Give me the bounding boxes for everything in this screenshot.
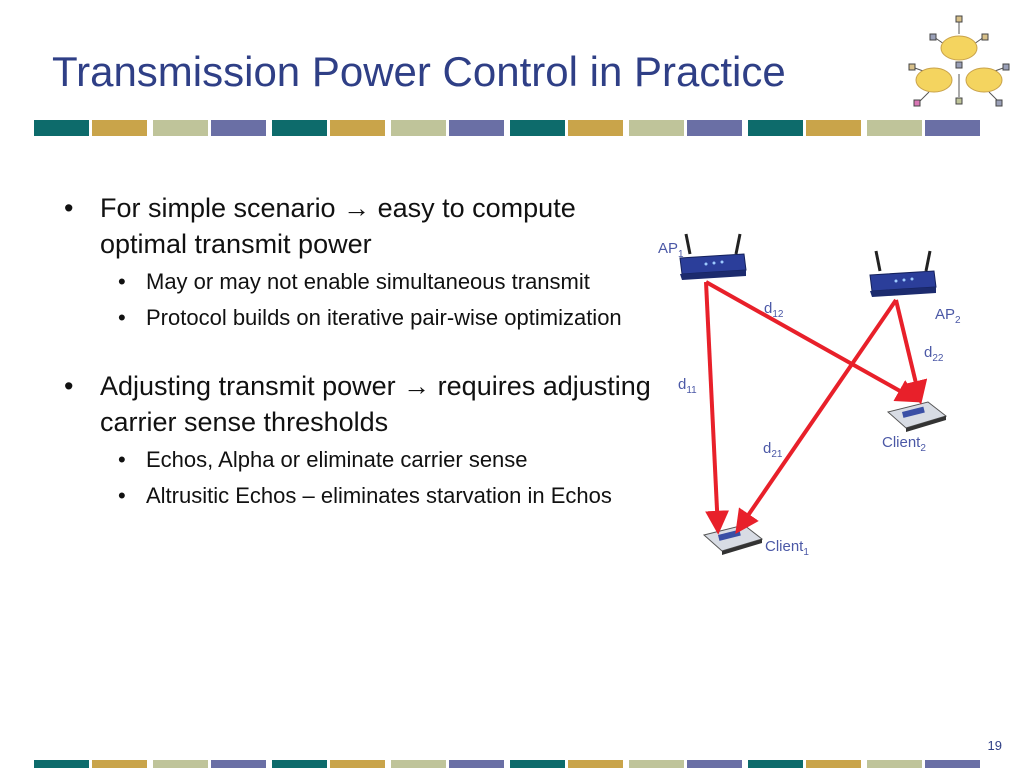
bullet-dot: • [64,371,74,401]
bullet-text: Protocol builds on iterative pair-wise o… [146,305,622,330]
d22-label: d22 [924,344,944,364]
arrow-right-icon: → [343,193,371,223]
network-logo-icon [908,15,1010,107]
bullet-text-cont: requires adjusting carrier sense thresho… [100,371,651,437]
bullet-level2: • Altrusitic Echos – eliminates starvati… [58,479,658,512]
bullet-text-cont: easy to compute optimal transmit power [100,193,576,259]
link-arrow-d21 [735,298,898,534]
client1-label: Client1 [765,538,809,558]
d11-label: d11 [678,376,697,396]
ap2-label: AP2 [935,306,961,326]
bullet-dot: • [118,447,126,472]
ap1-label: AP1 [658,240,684,260]
wireless-card-icon [886,401,948,432]
link-arrow-d11 [704,281,730,535]
bullet-dot: • [118,269,126,294]
bullet-text: Echos, Alpha or eliminate carrier sense [146,447,528,472]
bullet-dot: • [118,483,126,508]
link-arrow-d22 [894,299,928,405]
bullet-text: Adjusting transmit power [100,371,396,401]
d12-label: d12 [764,300,784,320]
d21-label: d21 [763,440,783,460]
bullet-level1: • Adjusting transmit power → requires ad… [58,368,658,440]
arrow-right-icon: → [403,371,431,401]
bullet-text: May or may not enable simultaneous trans… [146,269,590,294]
bullet-dot: • [64,193,74,223]
page-number: 19 [987,738,1002,753]
bullet-dot: • [118,305,126,330]
client2-label: Client2 [882,434,926,454]
bullet-level2: • May or may not enable simultaneous tra… [58,265,658,298]
network-diagram: AP1 AP2 Client2 Client1 d11 d12 d22 d21 [640,220,1020,600]
slide-title: Transmission Power Control in Practice [52,48,786,95]
bullet-text: Altrusitic Echos – eliminates starvation… [146,483,612,508]
bullet-list: • For simple scenario → easy to compute … [58,190,658,512]
bullet-level1: • For simple scenario → easy to compute … [58,190,658,262]
bullet-text: For simple scenario [100,193,336,223]
bullet-level2: • Protocol builds on iterative pair-wise… [58,301,658,334]
link-arrow-d12 [705,280,921,403]
top-color-band [34,120,983,136]
wireless-card-icon [702,524,764,555]
router-icon [679,233,747,280]
bullet-level2: • Echos, Alpha or eliminate carrier sens… [58,443,658,476]
bottom-color-band [34,760,983,768]
router-icon [869,250,937,297]
